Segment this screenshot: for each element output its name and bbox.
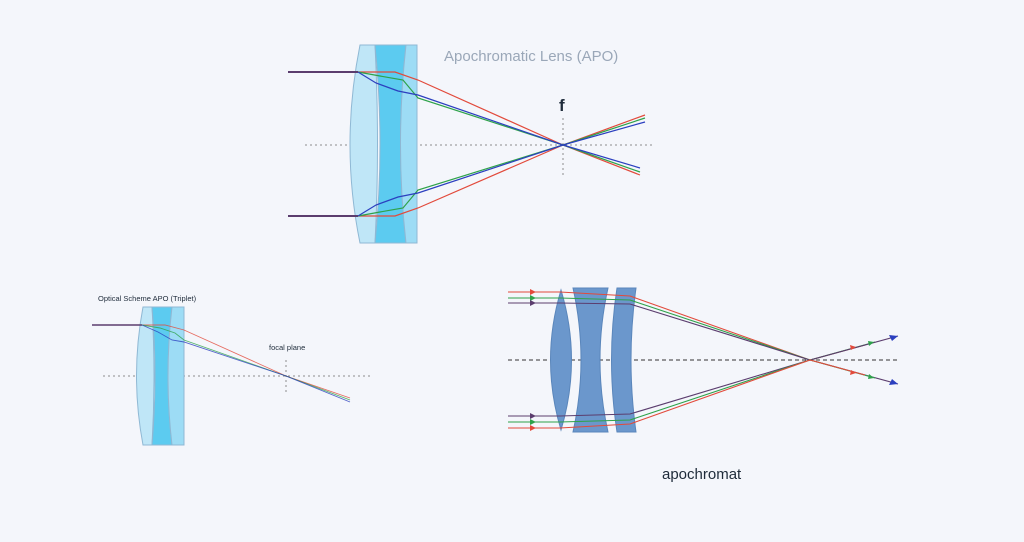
arrow-blue-bottom xyxy=(530,413,536,419)
arrow-out-green-bottom xyxy=(868,374,874,379)
diagram-optical-scheme-triplet: Optical Scheme APO (Triplet) focal plane xyxy=(92,294,373,446)
diagram1-title: Apochromatic Lens (APO) xyxy=(444,48,618,65)
arrow-green-bottom xyxy=(530,419,536,425)
diagram-apochromat: apochromat xyxy=(508,287,899,483)
lens-element-1 xyxy=(136,306,155,446)
ray-red xyxy=(142,324,351,399)
diagram-apochromatic-lens: Apochromatic Lens (APO) f xyxy=(288,44,655,244)
diagram3-caption: apochromat xyxy=(662,466,742,483)
ray-green-top xyxy=(357,71,641,173)
arrow-blue-top xyxy=(530,300,536,306)
lens-element-2 xyxy=(572,287,609,433)
ray-green-bottom xyxy=(559,359,876,423)
arrow-out-blue-top xyxy=(889,335,898,341)
ray-green-bottom xyxy=(357,117,646,217)
ray-red-top xyxy=(559,291,866,361)
lens-element-1 xyxy=(550,288,572,432)
diagram2-title: Optical Scheme APO (Triplet) xyxy=(98,294,197,303)
focal-point-label: f xyxy=(559,96,565,115)
arrow-out-blue-bottom xyxy=(889,379,898,385)
arrow-out-red-bottom xyxy=(850,370,856,375)
ray-red-top xyxy=(358,71,641,176)
ray-blue-top xyxy=(357,71,641,169)
ray-blue-bottom xyxy=(559,359,899,417)
arrow-out-red-top xyxy=(850,345,856,350)
ray-red-bottom xyxy=(358,114,646,217)
focal-plane-label: focal plane xyxy=(269,343,305,352)
arrow-red-top xyxy=(530,289,536,295)
arrow-out-green-top xyxy=(868,341,874,346)
arrow-red-bottom xyxy=(530,425,536,431)
arrow-green-top xyxy=(530,295,536,301)
ray-blue xyxy=(141,324,351,403)
ray-red-bottom xyxy=(559,359,866,429)
lens-element-3 xyxy=(611,287,637,433)
ray-blue-bottom xyxy=(357,121,646,217)
ray-green-top xyxy=(559,297,876,361)
